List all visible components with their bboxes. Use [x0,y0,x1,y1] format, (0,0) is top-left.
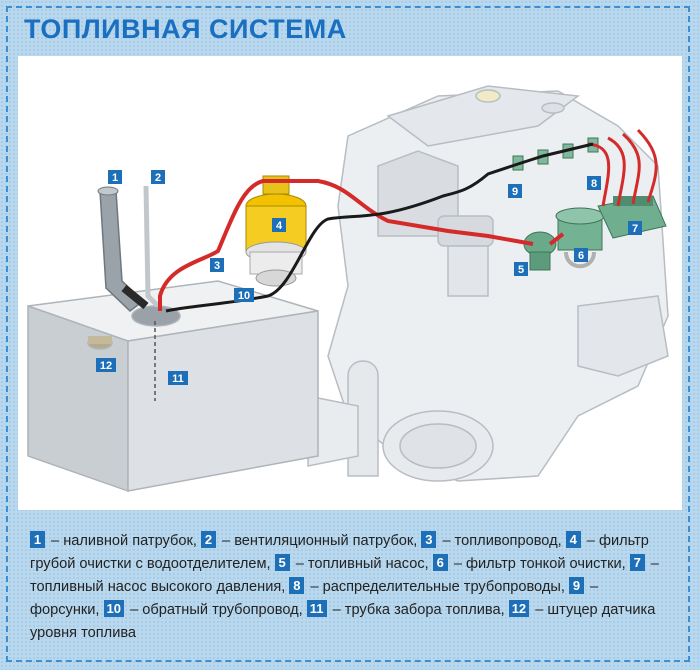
dashed-border [6,6,690,662]
callout-label-2: 2 [155,172,161,184]
vent-pipe [143,185,160,308]
callout-6: 6 [574,248,588,262]
callout-label-8: 8 [591,178,597,190]
callout-4: 4 [272,218,286,232]
legend-item-3: 3 – топливопровод, [421,531,566,549]
legend-badge: 8 [289,577,305,594]
legend-item-4: 4 – фильтр грубой очистки с водоотделите… [30,531,649,572]
legend-item-9: 9 – форсунки, [30,577,599,618]
callout-8: 8 [587,176,601,190]
legend-badge: 2 [200,531,216,548]
legend-text: – форсунки, [30,579,599,618]
legend-text: – топливный насос высокого давления, [30,556,659,595]
callout-label-11: 11 [172,373,184,385]
legend-text: – обратный трубопровод, [126,602,307,618]
callout-label-4: 4 [276,220,283,232]
callout-label-12: 12 [100,360,112,372]
diagram-canvas: 1 2 3 4 5 6 7 8 9 10 11 12 [27,85,669,493]
callout-1: 1 [108,170,122,184]
legend-text: – вентиляционный патрубок, [217,533,422,549]
callout-2: 2 [151,170,165,184]
legend-badge: 12 [508,600,530,617]
legend-badge: 5 [274,554,290,571]
legend-badge: 11 [306,600,327,617]
legend-item-1: 1 – наливной патрубок, [30,531,201,549]
callout-7: 7 [628,221,642,235]
legend-item-2: 2 – вентиляционный патрубок, [200,531,422,549]
callout-label-9: 9 [512,186,518,198]
fuel-pump [523,231,557,271]
legend-badge: 9 [568,577,584,594]
legend-item-11: 11 – трубка забора топлива, [306,600,509,618]
callout-label-1: 1 [112,172,118,184]
legend-text: – распределительные трубопроводы, [306,579,569,595]
callout-label-5: 5 [518,264,524,276]
engine-block [307,85,669,482]
legend-badge: 4 [565,531,581,548]
callout-3: 3 [210,258,224,272]
callout-11: 11 [168,371,188,385]
fuel-system-diagram: 1 2 3 4 5 6 7 8 9 10 11 12 [18,56,682,510]
pump-to-filter-line [548,232,565,246]
legend-text: – топливный насос, [291,556,433,572]
legend-text: – фильтр грубой очистки с водоотделителе… [30,533,649,572]
legend-text: – трубка забора топлива, [328,602,509,618]
callout-5: 5 [514,262,528,276]
filler-neck [97,186,149,312]
legend-badge: 10 [103,600,125,617]
callout-label-6: 6 [578,250,584,262]
callout-9: 9 [508,184,522,198]
fine-filter [555,207,605,269]
legend-badge: 6 [432,554,448,571]
legend-item-7: 7 – топливный насос высокого давления, [30,554,659,595]
callout-label-3: 3 [214,260,220,272]
legend: 1 – наливной патрубок, 2 – вентиляционны… [30,530,670,645]
legend-item-5: 5 – топливный насос, [274,554,433,572]
legend-item-10: 10 – обратный трубопровод, [103,600,307,618]
supply-fuel-line [158,179,534,311]
callout-10: 10 [234,288,254,302]
legend-badge: 3 [421,531,437,548]
legend-badge: 1 [30,531,45,548]
page-title: ТОПЛИВНАЯ СИСТЕМА [24,14,347,44]
legend-item-12: 12 – штуцер датчика уровня топлива [30,600,656,641]
legend-text: – наливной патрубок, [47,533,201,549]
legend-badge: 7 [629,554,645,571]
legend-item-8: 8 – распределительные трубопроводы, [289,577,569,595]
legend-item-6: 6 – фильтр тонкой очистки, [432,554,630,572]
callout-12: 12 [96,358,116,372]
legend-text: – топливопровод, [438,533,566,549]
legend-text: – штуцер датчика уровня топлива [30,602,656,641]
distribution-lines [587,128,658,207]
callout-label-7: 7 [632,223,638,235]
legend-text: – фильтр тонкой очистки, [449,556,630,572]
fuel-tank [27,280,319,493]
callout-label-10: 10 [238,290,250,302]
